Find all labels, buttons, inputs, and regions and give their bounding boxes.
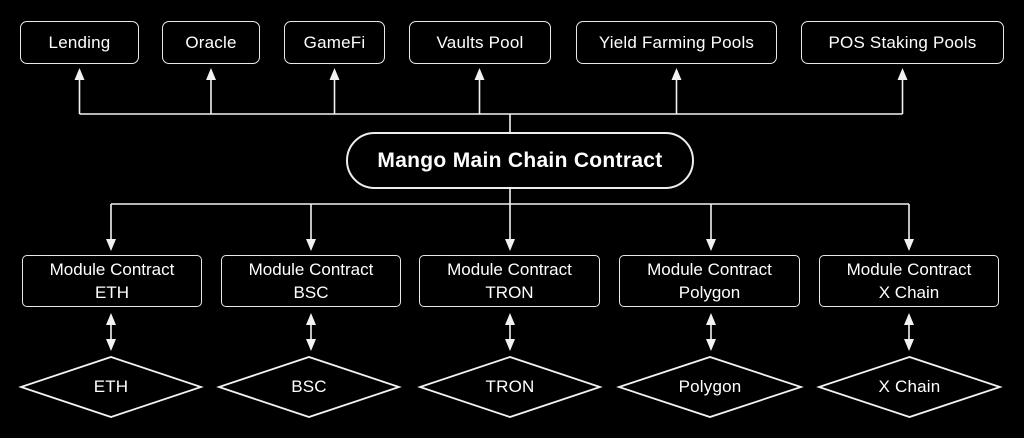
node-vaults-pool: Vaults Pool: [409, 21, 551, 64]
chain-label-xchain: X Chain: [878, 377, 941, 396]
module-contract-line2: Polygon: [678, 283, 741, 302]
module-contract-line2: TRON: [485, 283, 534, 302]
module-contract-line1: Module Contract: [647, 260, 772, 279]
module-contract-line2: BSC: [293, 283, 329, 302]
node-module-contract-bsc: Module Contract BSC: [221, 255, 401, 307]
node-oracle: Oracle: [162, 21, 260, 64]
module-contract-line2: X Chain: [878, 283, 940, 302]
node-module-contract-polygon: Module Contract Polygon: [619, 255, 800, 307]
module-contract-line1: Module Contract: [49, 260, 175, 279]
diamond-xchain: [816, 356, 1003, 418]
node-main-chain-contract: Mango Main Chain Contract: [346, 132, 694, 189]
diamond-polygon: [616, 356, 804, 418]
chain-label-polygon: Polygon: [678, 377, 742, 396]
node-module-contract-eth: Module Contract ETH: [22, 255, 202, 307]
module-contract-line1: Module Contract: [846, 260, 972, 279]
node-module-contract-tron: Module Contract TRON: [419, 255, 600, 307]
module-contract-line1: Module Contract: [248, 260, 374, 279]
diamond-bsc: [216, 356, 402, 418]
module-contract-line1: Module Contract: [447, 260, 572, 279]
module-contract-line2: ETH: [95, 283, 129, 302]
diamond-eth: [18, 356, 204, 418]
diamond-tron: [417, 356, 603, 418]
chain-label-eth: ETH: [93, 377, 129, 396]
node-lending: Lending: [20, 21, 139, 64]
node-yield-farming-pools: Yield Farming Pools: [576, 21, 777, 64]
node-module-contract-xchain: Module Contract X Chain: [819, 255, 999, 307]
node-gamefi: GameFi: [284, 21, 385, 64]
chain-label-tron: TRON: [485, 377, 535, 396]
node-pos-staking-pools: POS Staking Pools: [801, 21, 1004, 64]
chain-label-bsc: BSC: [291, 377, 327, 396]
